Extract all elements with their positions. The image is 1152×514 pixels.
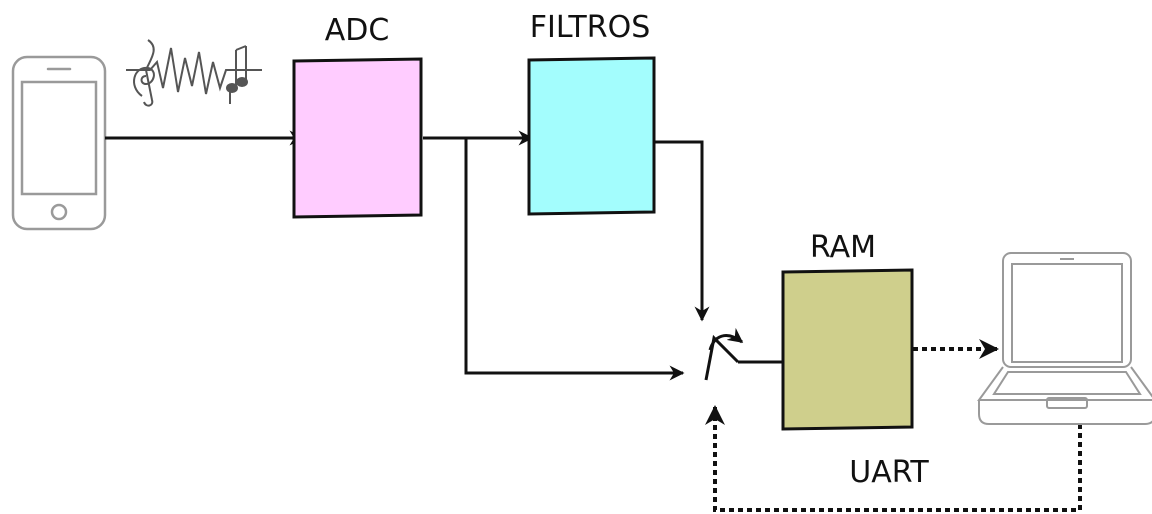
adc-block xyxy=(292,57,423,219)
uart-label: UART xyxy=(849,455,929,490)
filtros-block xyxy=(527,56,656,216)
ram-label: RAM xyxy=(810,230,876,265)
filtros-to-switch-arrow xyxy=(655,140,710,322)
signal-wires xyxy=(105,130,783,381)
adc-bypass-arrow xyxy=(464,138,685,381)
laptop-icon xyxy=(977,252,1152,425)
filtros-label: FILTROS xyxy=(530,10,651,45)
adc-label: ADC xyxy=(325,13,390,48)
switch-icon xyxy=(704,327,744,381)
music-waveform-icon xyxy=(126,39,262,107)
ram-block xyxy=(781,268,914,431)
uart-link xyxy=(705,339,1082,512)
smartphone-icon xyxy=(11,55,107,231)
